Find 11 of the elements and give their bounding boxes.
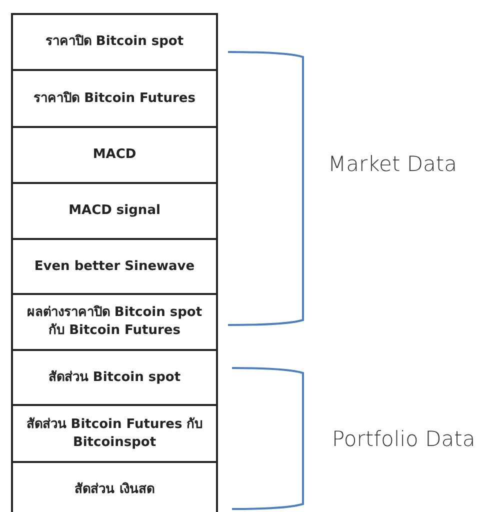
- table-row: Even better Sinewave: [11, 238, 218, 295]
- table-row: ราคาปิด Bitcoin Futures: [11, 69, 218, 128]
- table-row: ผลต่างราคาปิด Bitcoin spot กับ Bitcoin Futures: [11, 293, 218, 351]
- table-row: สัดส่วน Bitcoin spot: [11, 349, 218, 406]
- table-row: สัดส่วน เงินสด: [11, 461, 218, 512]
- table-row: MACD signal: [11, 182, 218, 240]
- group-label: Portfolio Data: [332, 427, 476, 451]
- table-row: MACD: [11, 126, 218, 184]
- table-row: สัดส่วน Bitcoin Futures กับ Bitcoinspot: [11, 404, 218, 463]
- table-row: ราคาปิด Bitcoin spot: [11, 13, 218, 71]
- group-label: Market Data: [328, 152, 458, 176]
